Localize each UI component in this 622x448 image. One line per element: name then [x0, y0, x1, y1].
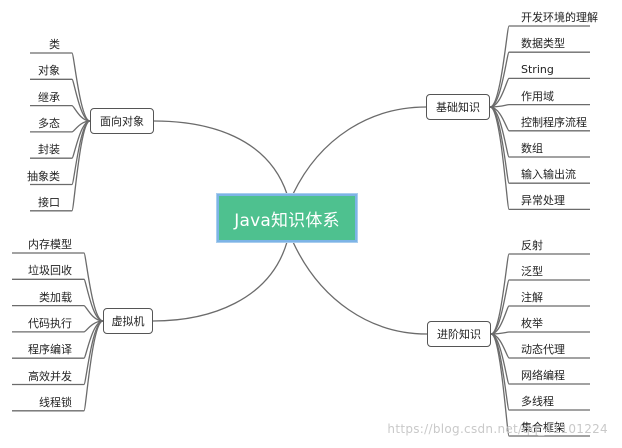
- leaf-advanced-0[interactable]: 反射: [521, 239, 543, 252]
- leaf-advanced-5[interactable]: 网络编程: [521, 369, 565, 382]
- leaf-advanced-4[interactable]: 动态代理: [521, 343, 565, 356]
- connector-basics-leaf-7: [489, 106, 510, 211]
- leaf-advanced-7[interactable]: 集合框架: [521, 421, 565, 434]
- leaf-jvm-4[interactable]: 程序编译: [28, 343, 72, 357]
- leaf-oop-4[interactable]: 封装: [38, 143, 60, 157]
- leaf-basics-5[interactable]: 数组: [521, 142, 543, 155]
- branch-label: 虚拟机: [111, 315, 145, 328]
- connector-root-basics: [292, 106, 427, 195]
- leaf-jvm-6[interactable]: 线程锁: [39, 395, 72, 409]
- leaf-basics-0[interactable]: 开发环境的理解: [521, 11, 598, 24]
- leaf-advanced-3[interactable]: 枚举: [521, 317, 543, 330]
- root-label: Java知识体系: [234, 210, 340, 231]
- leaf-basics-4[interactable]: 控制程序流程: [521, 115, 587, 129]
- leaf-basics-2[interactable]: String: [521, 63, 554, 77]
- connector-advanced-leaf-1: [490, 279, 510, 335]
- leaf-oop-2[interactable]: 继承: [38, 90, 60, 104]
- branch-node-basics[interactable]: 基础知识: [426, 94, 490, 120]
- leaf-basics-7[interactable]: 异常处理: [521, 194, 565, 208]
- leaf-advanced-2[interactable]: 注解: [521, 291, 543, 304]
- leaf-oop-0[interactable]: 类: [49, 38, 60, 51]
- leaf-oop-5[interactable]: 抽象类: [27, 169, 60, 183]
- leaf-oop-3[interactable]: 多态: [38, 116, 60, 130]
- branch-node-oop[interactable]: 面向对象: [90, 108, 154, 134]
- root-node[interactable]: Java知识体系: [217, 194, 357, 242]
- leaf-jvm-1[interactable]: 垃圾回收: [28, 264, 72, 278]
- branch-label: 基础知识: [436, 101, 480, 114]
- connector-basics-leaf-1: [489, 51, 510, 108]
- connector-jvm-leaf-6: [83, 320, 104, 412]
- connector-oop-leaf-6: [71, 120, 91, 212]
- leaf-advanced-6[interactable]: 多线程: [521, 395, 554, 408]
- connector-root-advanced: [292, 241, 428, 335]
- connector-oop-leaf-1: [71, 78, 91, 122]
- leaf-jvm-5[interactable]: 高效并发: [28, 369, 72, 383]
- connector-advanced-leaf-7: [490, 333, 510, 437]
- connector-jvm-leaf-1: [83, 278, 104, 322]
- leaf-jvm-0[interactable]: 内存模型: [28, 238, 72, 251]
- leaf-oop-1[interactable]: 对象: [38, 64, 60, 78]
- leaf-basics-1[interactable]: 数据类型: [521, 37, 565, 51]
- branch-node-advanced[interactable]: 进阶知识: [427, 321, 491, 347]
- connector-oop-leaf-2: [71, 104, 91, 122]
- leaf-jvm-2[interactable]: 类加载: [39, 290, 72, 304]
- branch-label: 面向对象: [100, 115, 144, 128]
- connector-root-jvm: [152, 241, 288, 322]
- branch-node-jvm[interactable]: 虚拟机: [103, 308, 153, 334]
- leaf-basics-6[interactable]: 输入输出流: [521, 168, 576, 182]
- watermark: https://blog.csdn.net/qq_41101224: [387, 422, 608, 436]
- leaf-advanced-1[interactable]: 泛型: [521, 265, 543, 278]
- branch-label: 进阶知识: [437, 328, 481, 341]
- connector-basics-leaf-2: [489, 77, 510, 108]
- leaf-basics-3[interactable]: 作用域: [521, 89, 554, 103]
- connector-advanced-leaf-2: [490, 305, 510, 335]
- leaf-jvm-3[interactable]: 代码执行: [28, 316, 72, 330]
- connector-jvm-leaf-2: [83, 304, 104, 322]
- connector-root-oop: [153, 120, 288, 195]
- leaf-oop-6[interactable]: 接口: [38, 195, 60, 209]
